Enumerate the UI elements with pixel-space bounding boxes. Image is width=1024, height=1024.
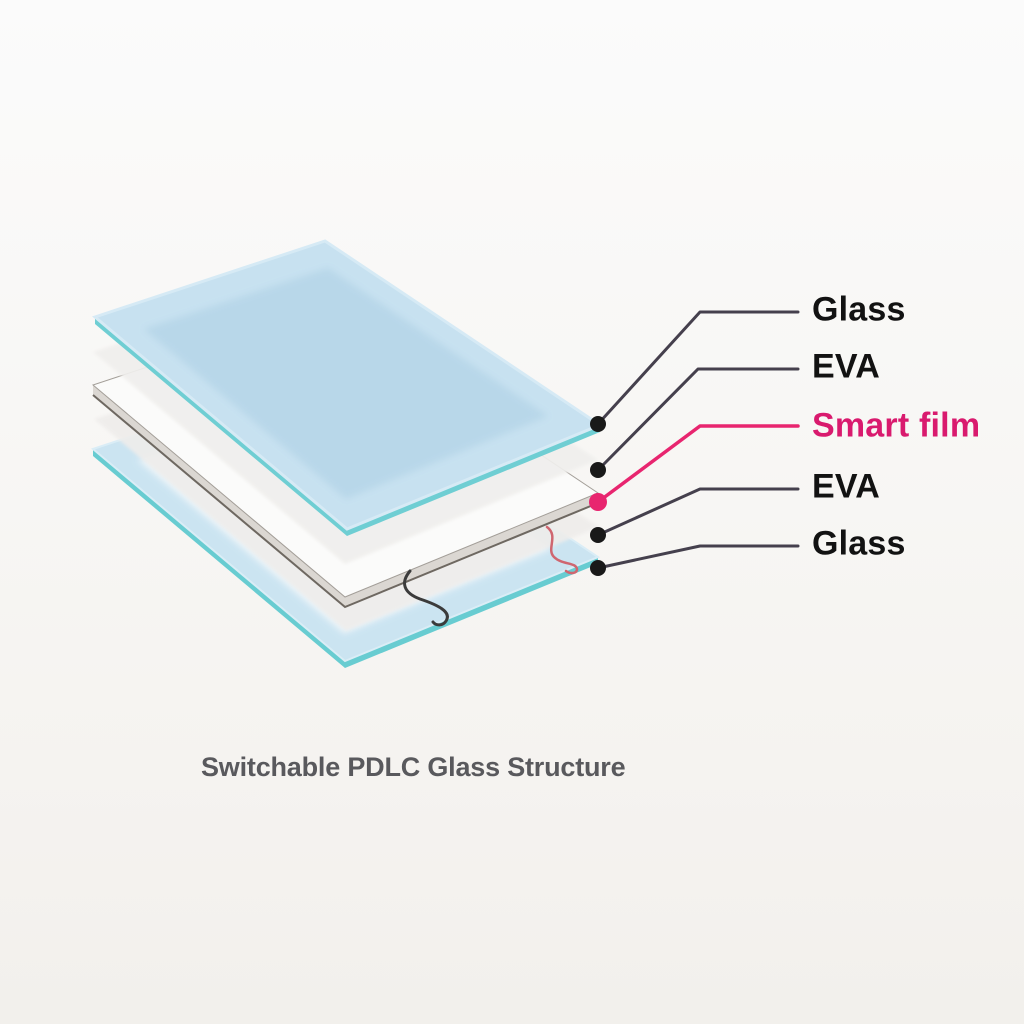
glass-top-sheet: [91, 239, 604, 536]
film-wire-black: [403, 569, 449, 627]
leader-line-glass-top: [596, 310, 800, 426]
leader-dot-eva-lower: [590, 527, 606, 543]
leader-line-smart-film: [596, 424, 800, 504]
glass-top-edge: [95, 317, 600, 536]
label-glass-top: Glass: [812, 290, 906, 329]
diagram-title: Switchable PDLC Glass Structure: [201, 752, 626, 782]
film-wire-red: [545, 525, 579, 575]
leader-line-glass-bottom: [596, 544, 800, 570]
leader-line-eva-upper: [596, 367, 800, 472]
leader-dot-glass-bottom: [590, 560, 606, 576]
label-glass-bottom: Glass: [812, 524, 906, 563]
label-eva-upper: EVA: [812, 347, 880, 386]
label-smart-film: Smart film: [812, 406, 981, 445]
smart-film-side: [93, 385, 598, 607]
label-eva-lower: EVA: [812, 467, 880, 506]
smart-film-edge-line: [92, 394, 599, 609]
leader-dot-smart-film: [589, 493, 607, 511]
glass-bottom-edge: [93, 449, 598, 668]
glass-top-reflection: [144, 268, 548, 499]
leader-dot-glass-top: [590, 416, 606, 432]
leader-dot-eva-upper: [590, 462, 606, 478]
leader-line-eva-lower: [596, 487, 800, 537]
